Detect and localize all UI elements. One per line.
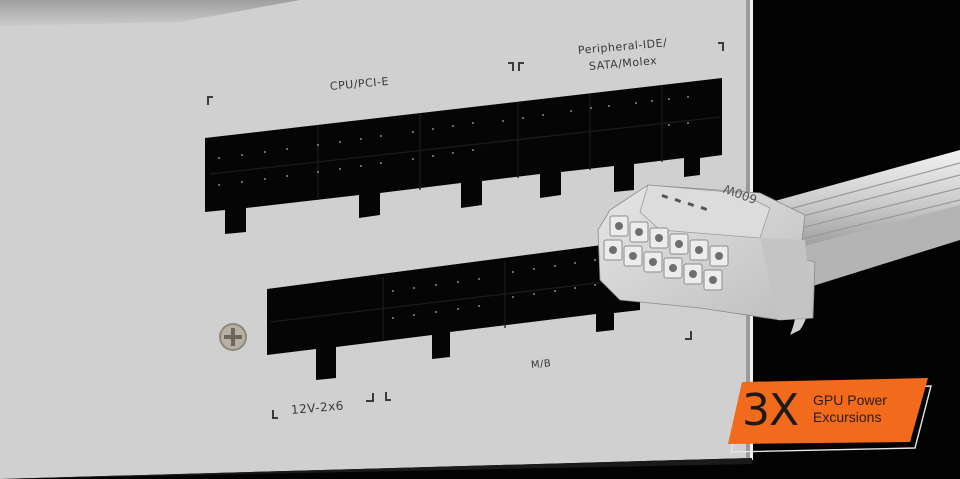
badge-line1: GPU Power <box>813 392 887 408</box>
gpu-connector: 600W <box>597 181 816 321</box>
label-motherboard: M/B <box>530 358 552 371</box>
badge-multiplier: 3X <box>742 385 799 436</box>
bracket-marks <box>207 42 724 419</box>
badge-line2: Excursions <box>813 409 882 425</box>
lower-pin-dots <box>392 259 596 319</box>
badge-shape <box>728 378 928 444</box>
upper-pin-dots <box>218 96 689 186</box>
panel-screw <box>219 323 247 351</box>
badge-caption: GPU Power Excursions <box>813 392 887 426</box>
gpu-cable <box>760 150 960 335</box>
